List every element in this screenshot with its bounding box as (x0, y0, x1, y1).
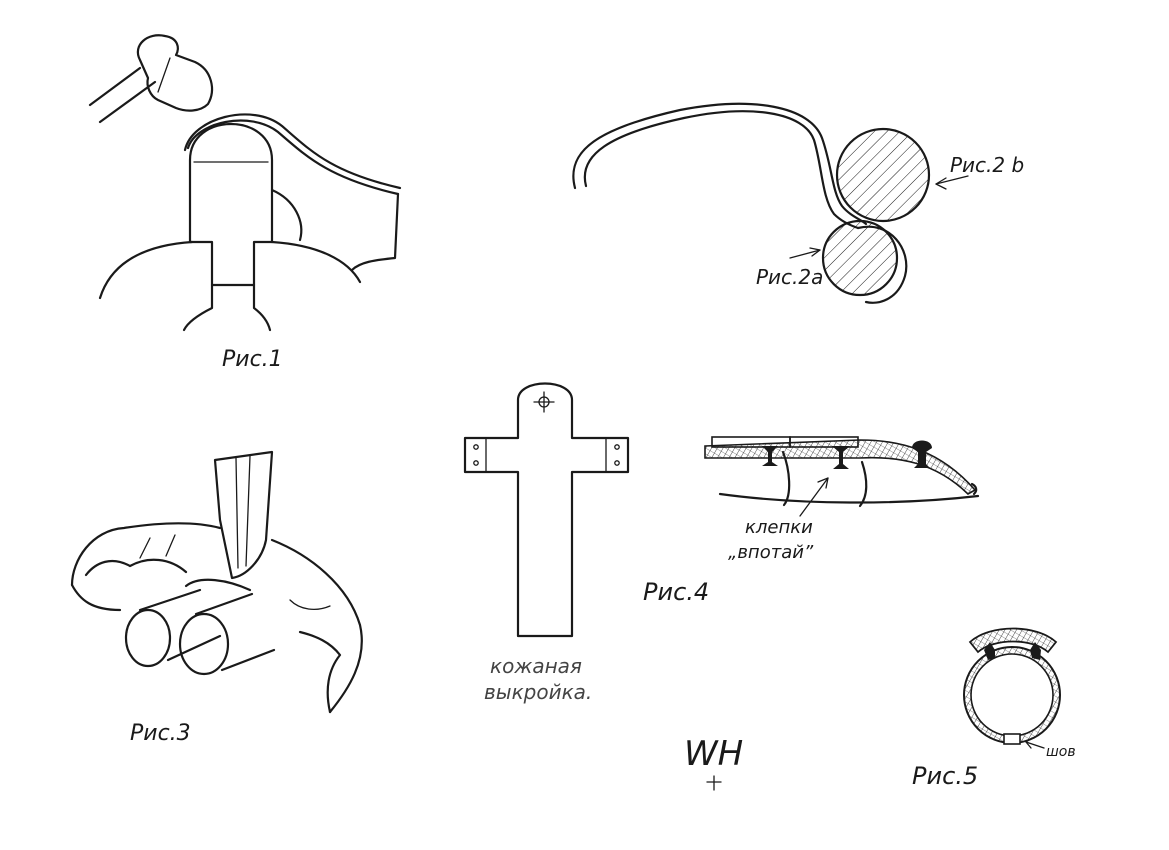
figure-1-label: Рис.1 (222, 347, 283, 372)
leather-pattern: кожаная выкройка. (463, 382, 630, 704)
arrow-b-head-icon (935, 177, 947, 190)
figure-3: Рис.3 (70, 450, 363, 746)
metal-piece (70, 522, 363, 714)
figure-2: Рис.2 b Рис.2a (572, 102, 1024, 304)
pointer-arrow-head-icon (817, 477, 829, 489)
pattern-caption-line2: выкройка. (484, 680, 592, 704)
figure-2a-label: Рис.2a (756, 265, 823, 289)
hammer-icon (88, 34, 213, 124)
figure-5: шов Рис.5 (912, 627, 1076, 790)
arrow-b-icon (935, 175, 969, 185)
figure-1: Рис.1 (88, 34, 402, 372)
seam-label: шов (1046, 744, 1076, 760)
monogram-text: WH (684, 734, 743, 774)
rivet-hole-icon (614, 444, 620, 450)
pointer-arrow-icon (799, 477, 829, 517)
figure-3-label: Рис.3 (130, 721, 191, 746)
seam-joint (1003, 733, 1021, 745)
stake (188, 122, 274, 287)
rivet-hole-icon (473, 444, 479, 450)
roller-a (821, 219, 899, 297)
seam-arrow-head-icon (1025, 737, 1033, 749)
figure-5-label: Рис.5 (912, 762, 978, 790)
roller-b (835, 127, 931, 223)
rivet-icon (762, 446, 778, 466)
arrow-a-head-icon (809, 247, 821, 257)
rivet-icon (984, 642, 995, 660)
figure-2b-label: Рис.2 b (950, 153, 1024, 177)
chisel-icon (213, 450, 274, 580)
rivets-note-line1: клепки (745, 517, 813, 538)
seam-arrow-icon (1025, 741, 1045, 749)
finger-rollers (124, 578, 276, 676)
arrow-a-icon (789, 249, 821, 259)
figure-4: клепки „впотай” Рис.4 (643, 436, 980, 606)
rivet-icon (832, 446, 850, 469)
monogram: WH (684, 734, 743, 791)
rivet-hole-icon (614, 460, 620, 466)
anvil-base (98, 240, 362, 332)
metal-sheet (183, 113, 402, 272)
rivets-note-line2: „впотай” (728, 542, 814, 563)
crosshair-icon (533, 391, 555, 413)
rivet-icon (1030, 642, 1041, 660)
rivet-hole-icon (473, 460, 479, 466)
rivet-icon (912, 440, 932, 468)
pattern-caption-line1: кожаная (490, 654, 582, 678)
figure-4-label: Рис.4 (643, 578, 709, 606)
